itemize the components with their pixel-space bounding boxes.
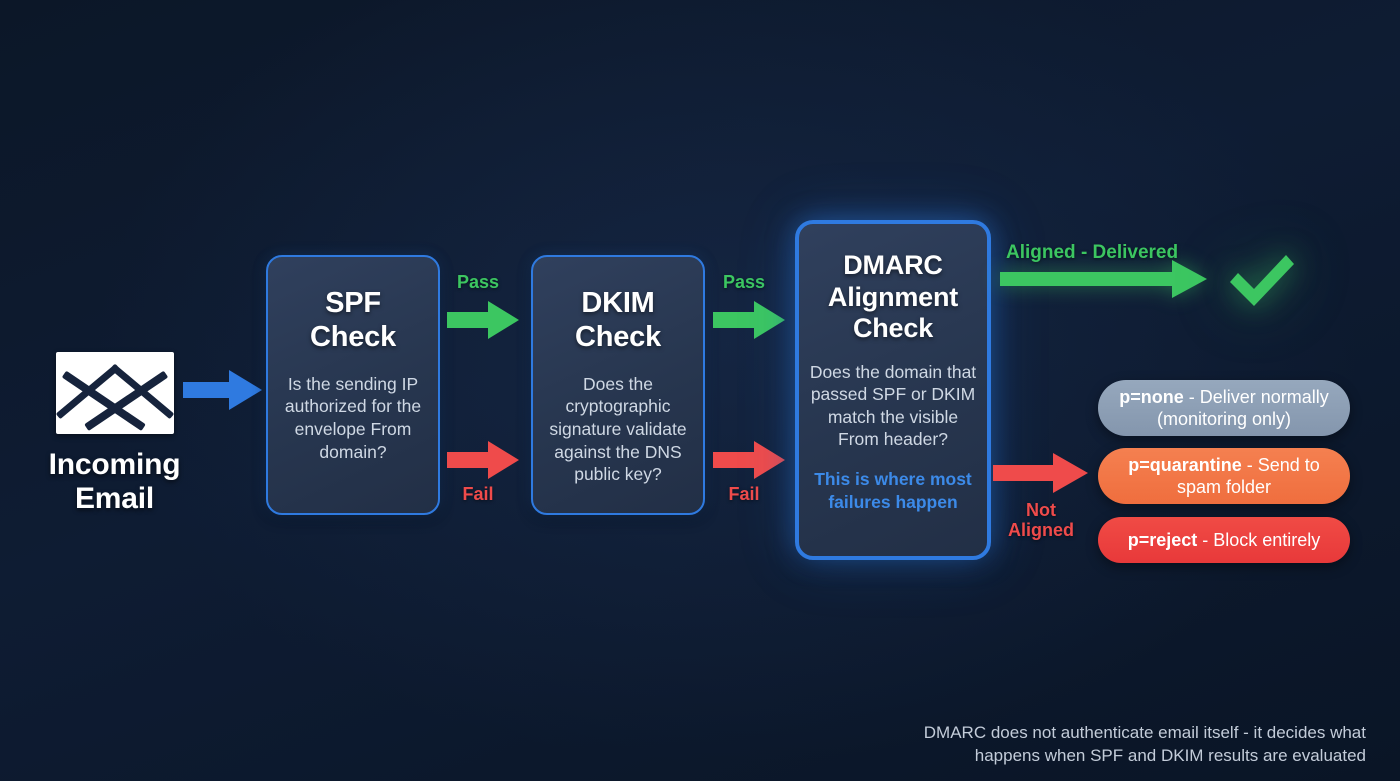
dmarc-check-title: DMARC Alignment Check	[809, 250, 977, 345]
policy-pill-reject[interactable]: p=reject - Block entirely	[1098, 517, 1350, 563]
dkim-check-box[interactable]: DKIM Check Does the cryptographic signat…	[531, 255, 705, 515]
arrow-spf-pass	[447, 301, 519, 339]
policy-pill-reject-sep: -	[1197, 529, 1214, 550]
dkim-check-body: Does the cryptographic signature validat…	[549, 373, 687, 485]
check-icon	[1230, 255, 1294, 306]
dmarc-check-title-line1: DMARC	[843, 250, 943, 280]
edge-label-aligned-delivered: Aligned - Delivered	[1006, 242, 1179, 263]
incoming-email-label: Incoming Email	[22, 448, 207, 516]
policy-pill-none-desc: Deliver normally (monitoring only)	[1156, 386, 1329, 429]
policy-pill-quarantine-text: p=quarantine - Send to spam folder	[1116, 454, 1332, 499]
dmarc-check-note: This is where most failures happen	[814, 468, 972, 512]
footer-note-line1: DMARC does not authenticate email itself…	[923, 723, 1366, 743]
footer-note-line2: happens when SPF and DKIM results are ev…	[974, 745, 1366, 765]
policy-pill-none-sep: -	[1183, 386, 1200, 407]
dkim-check-title-line2: Check	[574, 320, 662, 353]
edge-label-spf-pass: Pass	[456, 272, 500, 292]
dmarc-check-title-line2: Alignment	[827, 281, 959, 312]
edge-label-dkim-fail: Fail	[728, 484, 760, 504]
dmarc-alignment-check-box[interactable]: DMARC Alignment Check Does the domain th…	[795, 220, 991, 560]
arrow-aligned-delivered	[1000, 260, 1207, 298]
spf-check-body: Is the sending IP authorized for the env…	[284, 373, 422, 462]
policy-pill-reject-desc: Block entirely	[1213, 529, 1321, 550]
edge-label-not-aligned-line2: Aligned	[1008, 520, 1074, 541]
dmarc-check-title-line3: Check	[852, 313, 934, 344]
envelope-icon	[55, 352, 174, 434]
policy-pill-none-text: p=none - Deliver normally (monitoring on…	[1116, 386, 1332, 431]
spf-check-box[interactable]: SPF Check Is the sending IP authorized f…	[266, 255, 440, 515]
incoming-email-node: Incoming Email	[22, 352, 207, 516]
arrow-intake	[183, 370, 262, 410]
policy-pill-none-tag: p=none	[1119, 386, 1184, 407]
dkim-check-title-line1: DKIM	[581, 287, 655, 319]
spf-check-title-line2: Check	[309, 320, 397, 353]
envelope-flap-right	[109, 363, 174, 420]
incoming-email-label-line2: Email	[74, 481, 155, 515]
edge-label-dkim-pass: Pass	[722, 272, 766, 292]
edge-label-not-aligned: Not Aligned	[993, 500, 1089, 540]
policy-pill-quarantine-sep: -	[1241, 454, 1258, 475]
edge-label-spf-fail: Fail	[462, 484, 494, 504]
dkim-check-title: DKIM Check	[543, 287, 693, 355]
policy-pill-quarantine-desc: Send to spam folder	[1176, 454, 1320, 497]
arrow-not-aligned	[993, 453, 1088, 493]
spf-check-title-line1: SPF	[325, 287, 381, 319]
policy-pill-reject-tag: p=reject	[1127, 529, 1198, 550]
arrow-dkim-fail	[713, 441, 785, 479]
footer-note: DMARC does not authenticate email itself…	[846, 722, 1366, 767]
policy-pill-quarantine[interactable]: p=quarantine - Send to spam folder	[1098, 448, 1350, 504]
arrow-dkim-pass	[713, 301, 785, 339]
policy-pill-quarantine-tag: p=quarantine	[1128, 454, 1242, 475]
edge-label-not-aligned-line1: Not	[1026, 500, 1056, 520]
dmarc-check-body: Does the domain that passed SPF or DKIM …	[809, 361, 977, 450]
incoming-email-label-line1: Incoming	[48, 448, 181, 481]
policy-pill-none[interactable]: p=none - Deliver normally (monitoring on…	[1098, 380, 1350, 436]
arrow-spf-fail	[447, 441, 519, 479]
policy-pill-reject-text: p=reject - Block entirely	[1128, 529, 1321, 551]
spf-check-title: SPF Check	[278, 287, 428, 355]
envelope-flap-left	[55, 363, 120, 420]
